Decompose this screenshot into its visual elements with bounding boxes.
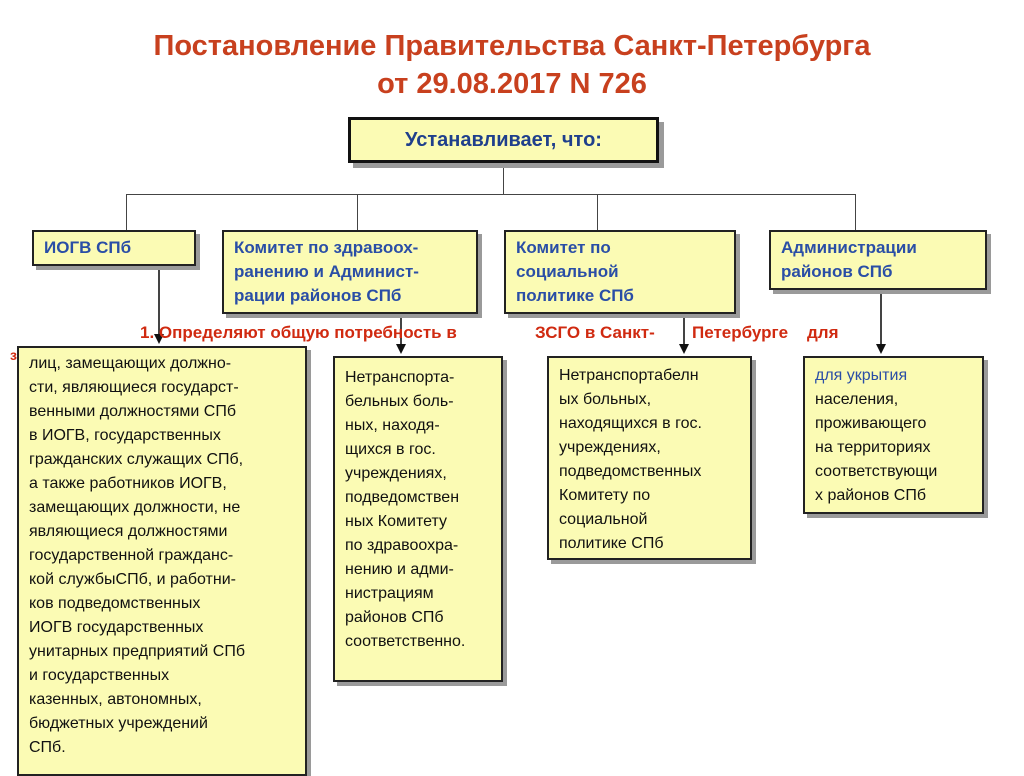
detail-box-officials: лиц, замещающих должнo- сти, являющиеся …	[17, 346, 307, 776]
arrow-head-3	[679, 344, 689, 354]
detail-text: населения, проживающего на территориях с…	[815, 391, 938, 504]
arrow-head-2	[396, 344, 406, 354]
connector-drop-3	[597, 194, 598, 230]
detail-text: Нетранспорта- бельных боль- ных, находя-…	[345, 369, 466, 650]
category-label: Администрации районов СПб	[781, 238, 917, 281]
root-label: Устанавливает, что:	[405, 128, 602, 151]
category-box-iogv: ИОГВ СПб	[32, 230, 196, 266]
arrow-head-1	[154, 334, 164, 344]
root-box: Устанавливает, что:	[348, 117, 659, 163]
connector-drop-4	[855, 194, 856, 230]
category-label: Комитет по социальной политике СПб	[516, 238, 634, 305]
connector-drop-2	[357, 194, 358, 230]
note-part-3: Петербурге	[692, 323, 789, 342]
title-line-2: от 29.08.2017 N 726	[377, 68, 647, 100]
category-box-social: Комитет по социальной политике СПб	[504, 230, 736, 314]
arrow-shaft-4	[880, 290, 882, 346]
arrow-head-4	[876, 344, 886, 354]
connector-root-down	[503, 163, 504, 195]
note-part-1: 1. Определяют общую потребность в	[140, 323, 457, 342]
category-box-health: Комитет по здравоох- ранению и Админист-…	[222, 230, 478, 314]
note-prefix: з	[10, 347, 17, 363]
arrow-shaft-3	[683, 314, 685, 346]
detail-box-health-patients: Нетранспорта- бельных боль- ных, находя-…	[333, 356, 503, 682]
detail-box-population: для укрытия населения, проживающего на т…	[803, 356, 984, 514]
arrow-shaft-1	[158, 266, 160, 336]
connector-drop-1	[126, 194, 127, 230]
category-box-districts: Администрации районов СПб	[769, 230, 987, 290]
category-label: Комитет по здравоох- ранению и Админист-…	[234, 238, 419, 305]
arrow-shaft-2	[400, 314, 402, 346]
note-part-4: для	[807, 323, 839, 342]
title-line-1: Постановление Правительства Санкт-Петерб…	[153, 30, 871, 62]
note-part-2: ЗСГО в Санкт-	[535, 323, 655, 342]
category-label: ИОГВ СПб	[44, 238, 132, 257]
connector-horizontal	[126, 194, 856, 195]
detail-lead: для укрытия	[815, 367, 908, 384]
detail-box-social-patients: Нетранспортабелн ых больных, находящихся…	[547, 356, 752, 560]
detail-text: Нетранспортабелн ых больных, находящихся…	[559, 367, 702, 552]
detail-text: лиц, замещающих должнo- сти, являющиеся …	[29, 355, 245, 756]
